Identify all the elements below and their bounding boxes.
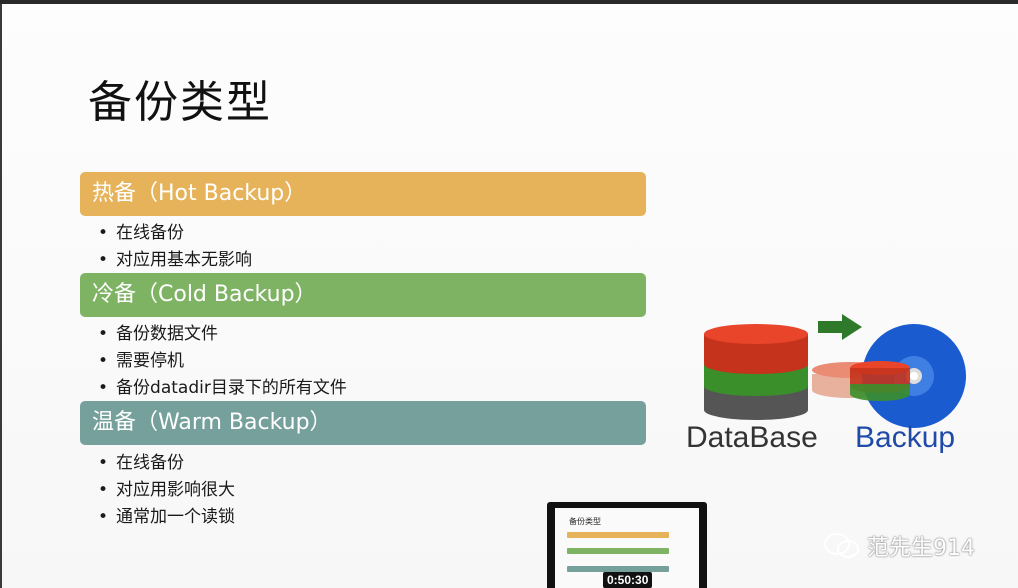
thumbnail-title: 备份类型: [569, 517, 601, 526]
section-warm-backup: 温备（Warm Backup）: [80, 401, 646, 445]
list-item: 对应用影响很大: [98, 477, 235, 504]
backup-label: Backup: [855, 421, 956, 454]
cold-backup-bullets: 备份数据文件 需要停机 备份datadir目录下的所有文件: [98, 321, 347, 402]
video-timestamp: 0:50:30: [603, 572, 653, 588]
watermark-text: 范先生914: [867, 536, 975, 561]
video-preview-thumbnail[interactable]: 备份类型 0:50:30: [547, 502, 707, 588]
list-item: 对应用基本无影响: [98, 247, 252, 274]
list-item: 备份数据文件: [98, 321, 347, 348]
section-cold-backup: 冷备（Cold Backup）: [80, 273, 646, 317]
list-item: 在线备份: [98, 220, 252, 247]
list-item: 备份datadir目录下的所有文件: [98, 375, 347, 402]
database-label: DataBase: [686, 421, 818, 454]
watermark: 范先生914: [823, 530, 975, 562]
arrow-right-icon: [818, 314, 862, 340]
database-icon: [704, 324, 808, 420]
list-item: 需要停机: [98, 348, 347, 375]
slide-title: 备份类型: [88, 77, 272, 128]
slide: 备份类型 热备（Hot Backup） 在线备份 对应用基本无影响 冷备（Col…: [0, 4, 1018, 588]
wechat-icon: [824, 533, 859, 558]
list-item: 在线备份: [98, 450, 235, 477]
list-item: 通常加一个读锁: [98, 504, 235, 531]
section-hot-backup: 热备（Hot Backup）: [80, 172, 646, 216]
database-backup-illustration: [704, 314, 966, 428]
hot-backup-bullets: 在线备份 对应用基本无影响: [98, 220, 252, 274]
warm-backup-bullets: 在线备份 对应用影响很大 通常加一个读锁: [98, 450, 235, 531]
